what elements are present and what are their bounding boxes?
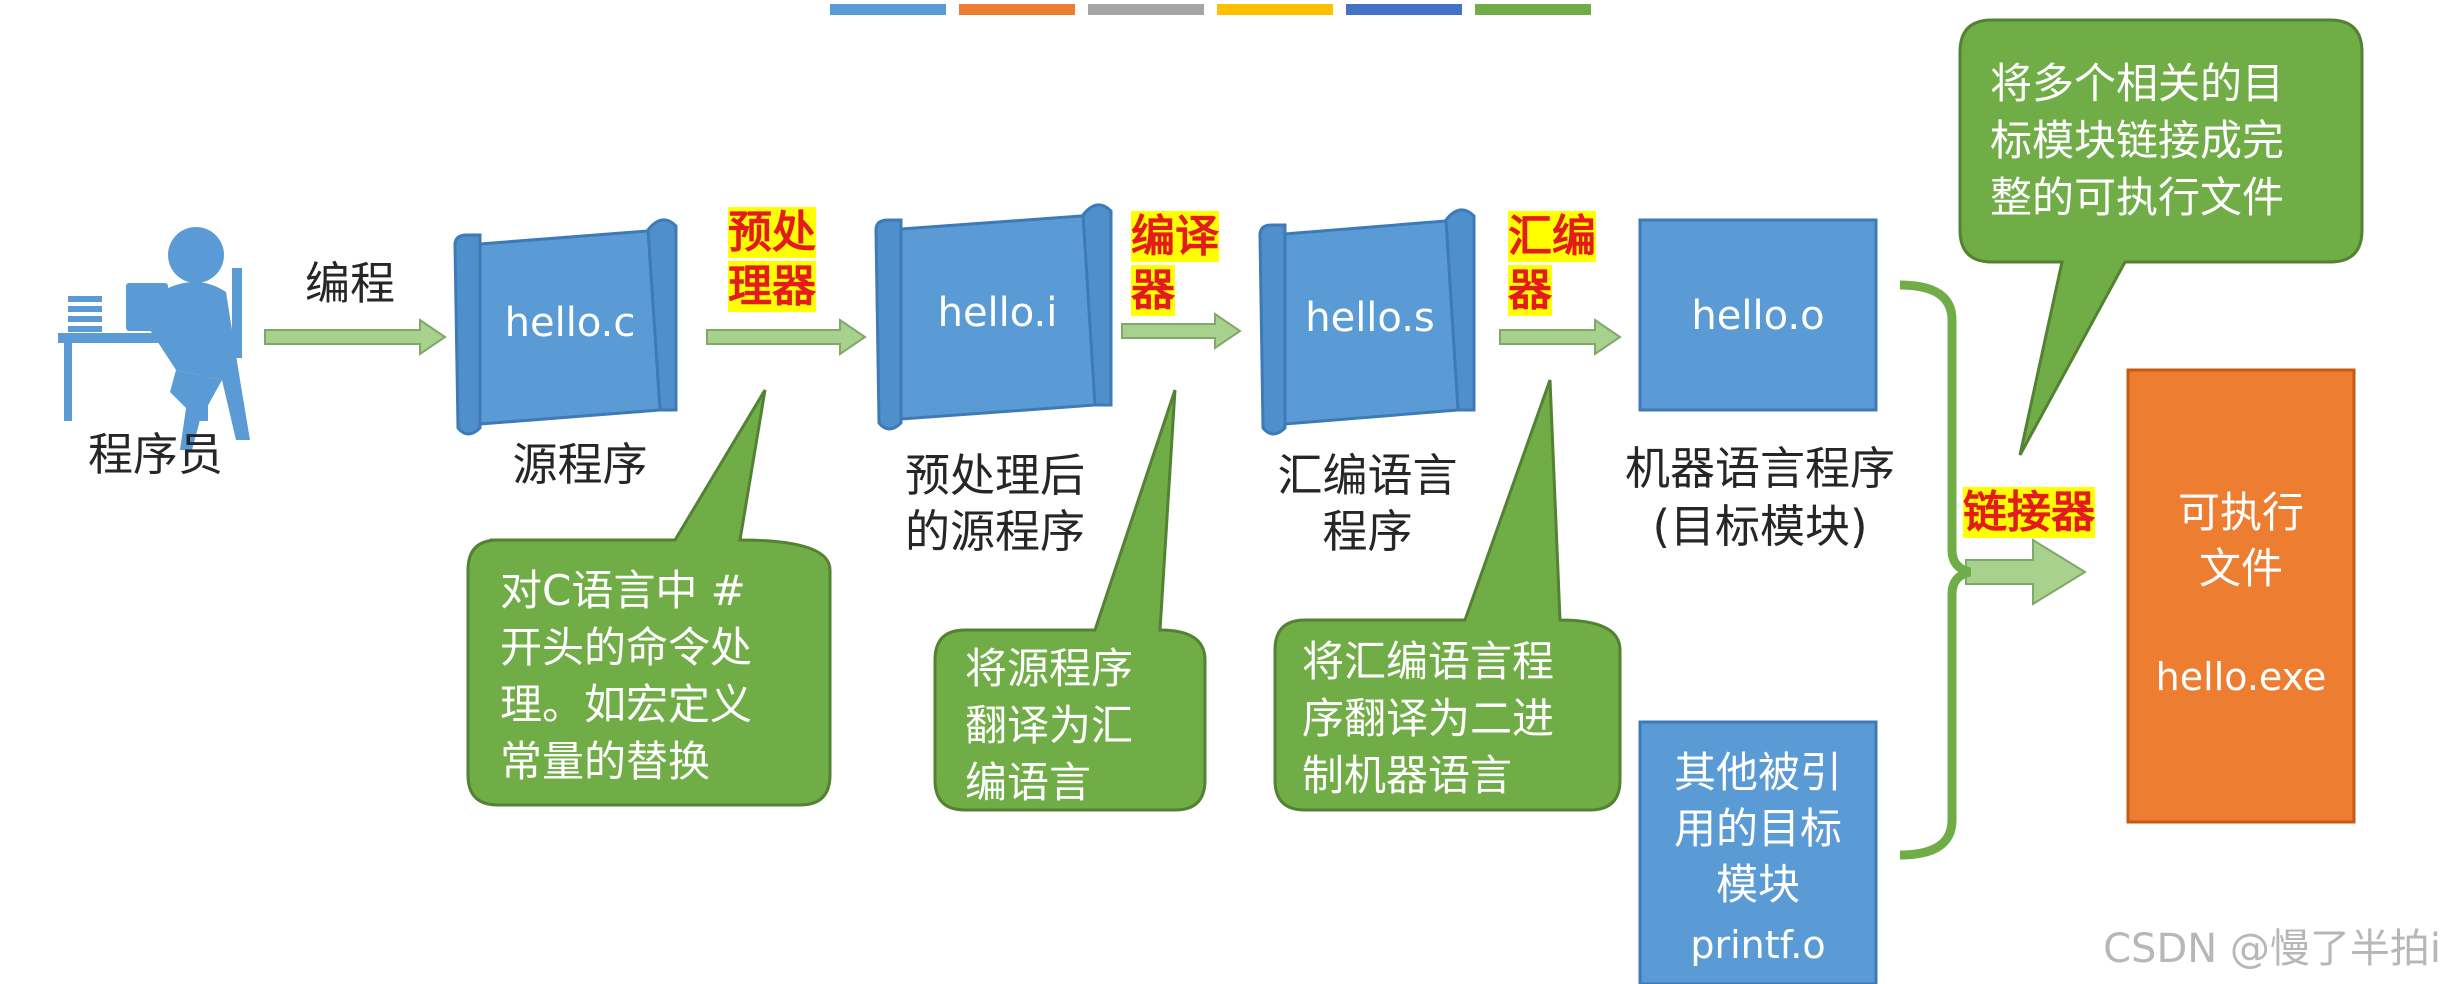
linker-label: 链接器	[1963, 486, 2095, 540]
library-module-text: 其他被引 用的目标 模块 printf.o	[1640, 745, 1876, 973]
executable-text: 可执行 文件 hello.exe	[2128, 485, 2354, 705]
preprocessor-label-line2: 理器	[728, 261, 816, 312]
library-module-box	[1638, 720, 1878, 984]
executable-box	[2126, 368, 2356, 824]
grouping-brace	[1899, 280, 1972, 860]
preprocessed-caption-line2: 的源程序	[904, 505, 1085, 558]
assembly-caption-line2: 程序	[1322, 505, 1413, 558]
linker-bubble-text: 将多个相关的目 标模块链接成完 整的可执行文件	[1990, 55, 2284, 226]
linker-bubble-line: 整的可执行文件	[1990, 173, 2285, 222]
top-color-bar	[1346, 4, 1462, 15]
preprocessor-bubble-line: 理。如宏定义	[500, 680, 753, 729]
compiler-label-line2: 器	[1131, 265, 1175, 316]
step-edit-label: 编程	[305, 257, 396, 310]
arrow-edit	[264, 318, 447, 356]
object-module-box	[1638, 218, 1878, 412]
library-file-name: printf.o	[1690, 923, 1826, 967]
executable-line2: 文件	[2198, 544, 2283, 593]
assembler-bubble-line: 制机器语言	[1302, 751, 1513, 800]
preprocessor-bubble-shape	[466, 389, 832, 807]
assembler-label-line1: 汇编	[1508, 211, 1596, 262]
compiler-bubble-shape	[933, 389, 1207, 812]
preprocessor-label-line1: 预处	[728, 207, 816, 258]
preprocessor-bubble-line: 开头的命令处	[500, 623, 753, 672]
compiler-bubble-line: 编语言	[965, 758, 1092, 807]
arrow-link	[1965, 538, 2087, 606]
assembler-bubble-shape	[1273, 379, 1622, 812]
assembler-label: 汇编 器	[1508, 210, 1596, 318]
preprocessor-bubble-line: 常量的替换	[500, 737, 711, 786]
source-file-name: hello.c	[504, 300, 636, 346]
executable-line1: 可执行	[2177, 488, 2304, 537]
linker-bubble-line: 标模块链接成完	[1990, 116, 2285, 165]
top-color-bar	[1475, 4, 1591, 15]
object-caption-line2: (目标模块)	[1652, 500, 1868, 553]
library-module-line: 模块	[1715, 860, 1800, 909]
programmer-label: 程序员	[88, 428, 224, 481]
compiler-label: 编译 器	[1131, 210, 1219, 318]
library-module-line: 其他被引	[1673, 748, 1842, 797]
flow-arrows	[264, 312, 2087, 606]
assembler-bubble-line: 序翻译为二进	[1302, 694, 1555, 743]
top-color-bar	[830, 4, 946, 15]
compiler-bubble-text: 将源程序 翻译为汇 编语言	[965, 640, 1133, 811]
assembler-label-line2: 器	[1508, 265, 1552, 316]
library-module-line: 用的目标	[1673, 804, 1842, 853]
top-color-bar	[1217, 4, 1333, 15]
assembler-bubble-text: 将汇编语言程 序翻译为二进 制机器语言	[1302, 633, 1554, 804]
assembly-file-name: hello.s	[1305, 295, 1435, 341]
linker-bubble-shape	[1958, 18, 2364, 456]
assembler-bubble-line: 将汇编语言程	[1302, 637, 1555, 686]
executable-file-name: hello.exe	[2155, 655, 2327, 699]
preprocessor-bubble-text: 对C语言中 # 开头的命令处 理。如宏定义 常量的替换	[500, 562, 752, 790]
top-color-bar	[959, 4, 1075, 15]
linker-label-text: 链接器	[1963, 487, 2095, 538]
compiler-label-line1: 编译	[1131, 211, 1219, 262]
arrow-preprocess	[706, 318, 867, 356]
preprocessed-caption-line1: 预处理后	[904, 449, 1085, 502]
programmer-at-desk-icon	[58, 227, 250, 450]
compiler-bubble-line: 翻译为汇	[965, 701, 1134, 750]
watermark: CSDN @慢了半拍i	[2103, 926, 2441, 972]
source-caption: 源程序	[512, 438, 648, 491]
arrow-compile	[1121, 312, 1242, 350]
preprocessor-label: 预处 理器	[728, 206, 816, 314]
preprocessor-bubble-line: 对C语言中 #	[500, 566, 746, 615]
top-color-bar	[1088, 4, 1204, 15]
compiler-bubble-line: 将源程序	[965, 644, 1134, 693]
linker-bubble-line: 将多个相关的目	[1990, 59, 2285, 108]
arrow-assemble	[1499, 318, 1622, 356]
object-file-name: hello.o	[1691, 293, 1825, 339]
preprocessed-file-name: hello.i	[937, 290, 1058, 336]
scroll-hello-c	[453, 218, 678, 436]
object-caption-line1: 机器语言程序	[1624, 442, 1895, 495]
assembly-caption-line1: 汇编语言	[1277, 449, 1458, 502]
scroll-hello-s	[1258, 208, 1476, 436]
scroll-hello-i	[874, 203, 1113, 431]
